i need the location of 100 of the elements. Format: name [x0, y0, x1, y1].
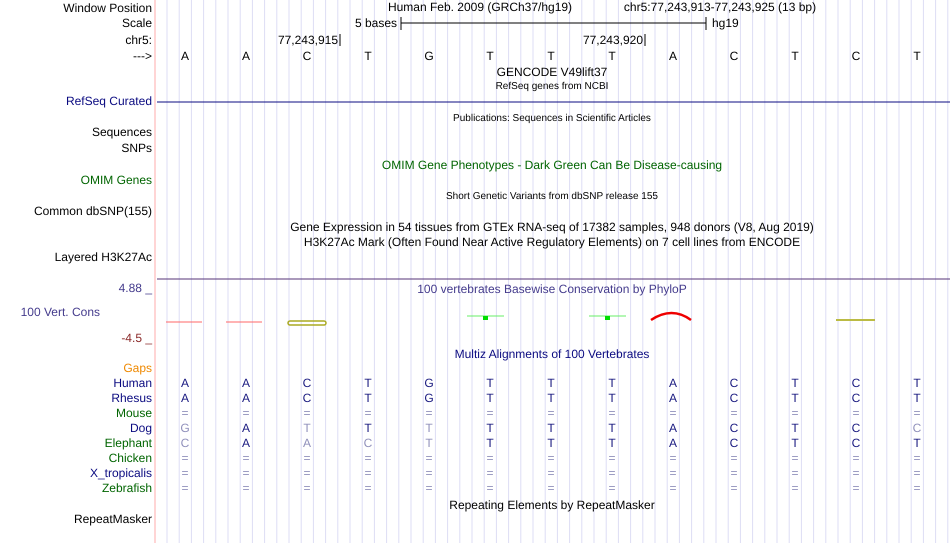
alignment-base: = — [242, 407, 250, 420]
alignment-base: T — [791, 377, 799, 390]
track-title: Publications: Sequences in Scientific Articles — [453, 114, 651, 124]
alignment-base: = — [608, 407, 616, 420]
alignment-base: T — [791, 422, 799, 434]
base-letter: C — [302, 50, 312, 62]
alignment-base: C — [302, 392, 312, 404]
track-label: OMIM Genes — [80, 174, 152, 186]
track-label: chr5: — [125, 34, 152, 46]
alignment-base: = — [730, 482, 738, 494]
alignment-base: T — [364, 392, 372, 404]
alignment-base: T — [791, 392, 799, 404]
alignment-base: = — [792, 452, 798, 464]
alignment-base: = — [608, 452, 616, 464]
base-letter: T — [791, 50, 799, 62]
base-letter: A — [181, 50, 189, 62]
alignment-base: T — [547, 422, 555, 434]
species-label: Dog — [130, 422, 152, 434]
alignment-base: A — [181, 392, 189, 404]
alignment-base: = — [852, 467, 860, 480]
species-label: Chicken — [108, 452, 152, 464]
alignment-base: = — [670, 482, 676, 494]
track-label: 100 Vert. Cons — [20, 306, 100, 318]
track-title: Gene Expression in 54 tissues from GTEx RNA-seq of 17382 samples, 948 donors (V8, Aug 2019) — [290, 221, 814, 234]
alignment-base: = — [364, 482, 372, 494]
alignment-base: C — [852, 392, 860, 404]
track-label: Window Position — [63, 2, 152, 14]
alignment-base: T — [303, 422, 311, 434]
alignment-base: = — [548, 407, 554, 420]
alignment-base: = — [304, 407, 310, 420]
alignment-base: T — [425, 437, 433, 450]
alignment-base: T — [364, 377, 372, 390]
alignment-base: = — [486, 467, 494, 480]
alignment-base: A — [669, 422, 677, 434]
alignment-base: = — [852, 407, 860, 420]
alignment-base: = — [364, 467, 372, 480]
strand-label: ---> — [133, 50, 152, 62]
track-title: Short Genetic Variants from dbSNP release 155 — [446, 192, 658, 202]
alignment-base: A — [669, 377, 677, 390]
alignment-base: T — [486, 377, 494, 390]
alignment-base: T — [791, 437, 799, 450]
alignment-base: = — [852, 452, 860, 464]
track-label: Sequences — [92, 126, 152, 138]
alignment-base: = — [914, 467, 920, 480]
alignment-base: = — [608, 467, 616, 480]
track-label: Layered H3K27Ac — [54, 251, 152, 264]
alignment-base: = — [426, 482, 432, 494]
base-letter: T — [364, 50, 372, 62]
alignment-base: = — [242, 467, 250, 480]
alignment-base: = — [670, 452, 676, 464]
alignment-base: A — [242, 392, 250, 404]
alignment-base: C — [852, 437, 860, 450]
track-title: Repeating Elements by RepeatMasker — [449, 499, 655, 512]
alignment-base: T — [608, 437, 616, 450]
alignment-base: T — [547, 392, 555, 404]
alignment-base: G — [424, 392, 434, 404]
track-label: SNPs — [121, 142, 152, 154]
alignment-base: = — [792, 407, 798, 420]
alignment-base: C — [180, 437, 190, 450]
species-label: Elephant — [104, 437, 152, 450]
alignment-base: A — [303, 437, 311, 450]
track-subtitle: RefSeq genes from NCBI — [496, 82, 608, 92]
alignment-base: G — [424, 377, 434, 390]
track-label: Scale — [122, 17, 152, 30]
alignment-base: C — [912, 422, 922, 434]
alignment-base: A — [669, 392, 677, 404]
scale-label: 5 bases — [354, 17, 397, 30]
alignment-base: = — [486, 452, 494, 464]
alignment-base: T — [608, 422, 616, 434]
alignment-base: = — [670, 467, 676, 480]
alignment-base: = — [548, 482, 554, 494]
alignment-base: T — [486, 437, 494, 450]
alignment-base: A — [669, 437, 677, 450]
alignment-base: C — [730, 437, 738, 450]
track-label: Common dbSNP(155) — [34, 205, 152, 218]
alignment-base: = — [304, 467, 310, 480]
alignment-base: = — [486, 482, 494, 494]
alignment-base: = — [914, 407, 920, 420]
base-letter: T — [913, 50, 921, 62]
alignment-base: T — [608, 392, 616, 404]
alignment-base: = — [426, 407, 432, 420]
alignment-base: A — [242, 437, 250, 450]
alignment-base: = — [730, 452, 738, 464]
alignment-base: T — [913, 437, 921, 450]
alignment-base: C — [730, 392, 738, 404]
alignment-base: T — [913, 377, 921, 390]
alignment-base: C — [852, 422, 860, 434]
alignment-base: = — [914, 452, 920, 464]
base-letter: C — [852, 50, 860, 62]
alignment-base: C — [302, 377, 312, 390]
alignment-base: = — [792, 467, 798, 480]
alignment-base: = — [608, 482, 616, 494]
alignment-base: = — [304, 482, 310, 494]
alignment-base: T — [547, 437, 555, 450]
alignment-base: = — [486, 407, 494, 420]
species-label: X_tropicalis — [90, 467, 152, 480]
alignment-base: = — [548, 467, 554, 480]
alignment-base: = — [548, 452, 554, 464]
track-label: RepeatMasker — [74, 513, 152, 526]
alignment-base: T — [486, 422, 494, 434]
